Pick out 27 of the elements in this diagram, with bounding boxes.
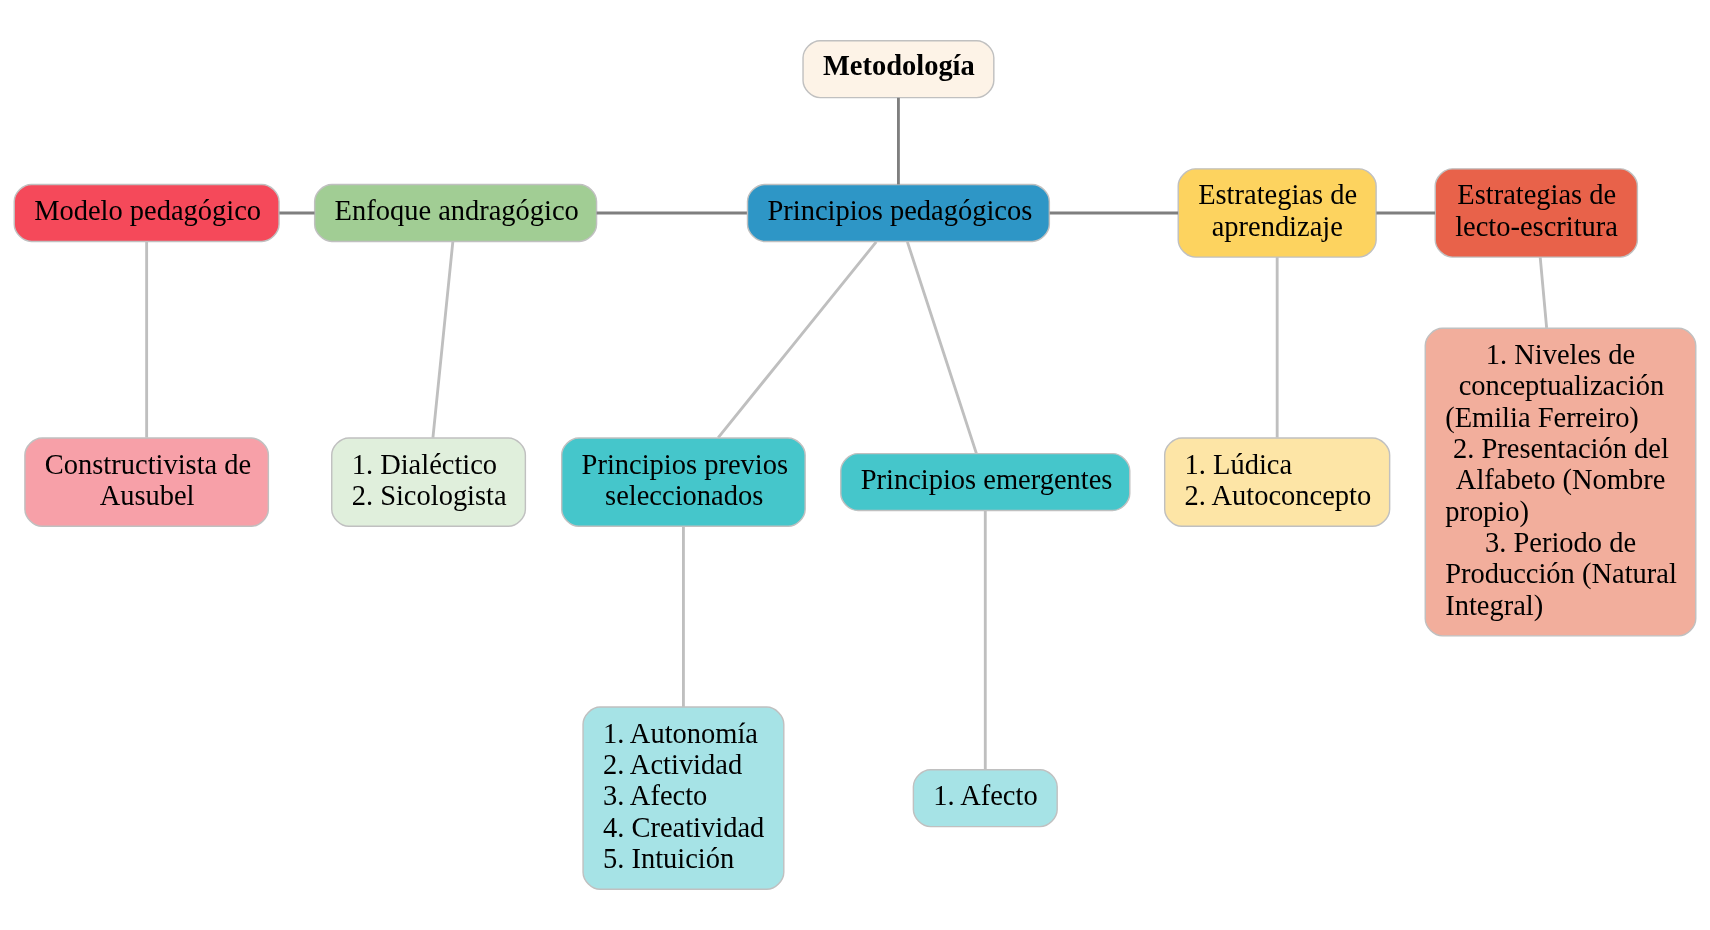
connector <box>596 211 747 215</box>
connector <box>431 241 455 438</box>
node-box: Principios pedagógicos <box>746 183 1051 243</box>
node-box: Metodología <box>802 40 995 99</box>
node-box: Modelo pedagógico <box>13 183 280 243</box>
node-box: Principios previos seleccionados <box>561 437 806 527</box>
node-box: Estrategias de aprendizaje <box>1177 168 1377 258</box>
connector <box>145 241 149 438</box>
node-box: 1. Dialéctico 2. Sicologista <box>331 437 527 527</box>
node-box: Enfoque andragógico <box>313 183 598 243</box>
connector <box>682 526 685 707</box>
connector <box>717 241 878 439</box>
connector <box>897 97 900 185</box>
connector <box>1049 211 1179 215</box>
connector <box>906 241 978 454</box>
connector <box>279 211 315 215</box>
node-box: Constructivista de Ausubel <box>24 437 270 527</box>
connector <box>983 510 987 770</box>
node-box: 1. Lúdica 2. Autoconcepto <box>1164 437 1391 527</box>
node-box: 1. Autonomía 2. Actividad 3. Afecto 4. Creatividad 5. Intuición <box>582 706 785 890</box>
connector <box>1538 257 1549 328</box>
connector <box>1376 211 1436 215</box>
node-box: Principios emergentes <box>840 452 1131 512</box>
connector <box>1275 257 1279 438</box>
node-box: 1. Niveles de conceptualización (Emilia Ferreiro) 2. Presentación del Alfabeto (Nombre propio) 3. Periodo de Producción (Natural Integral) <box>1424 327 1697 637</box>
node-box: Estrategias de lecto-escritura <box>1434 168 1639 258</box>
node-box: 1. Afecto <box>912 769 1058 828</box>
